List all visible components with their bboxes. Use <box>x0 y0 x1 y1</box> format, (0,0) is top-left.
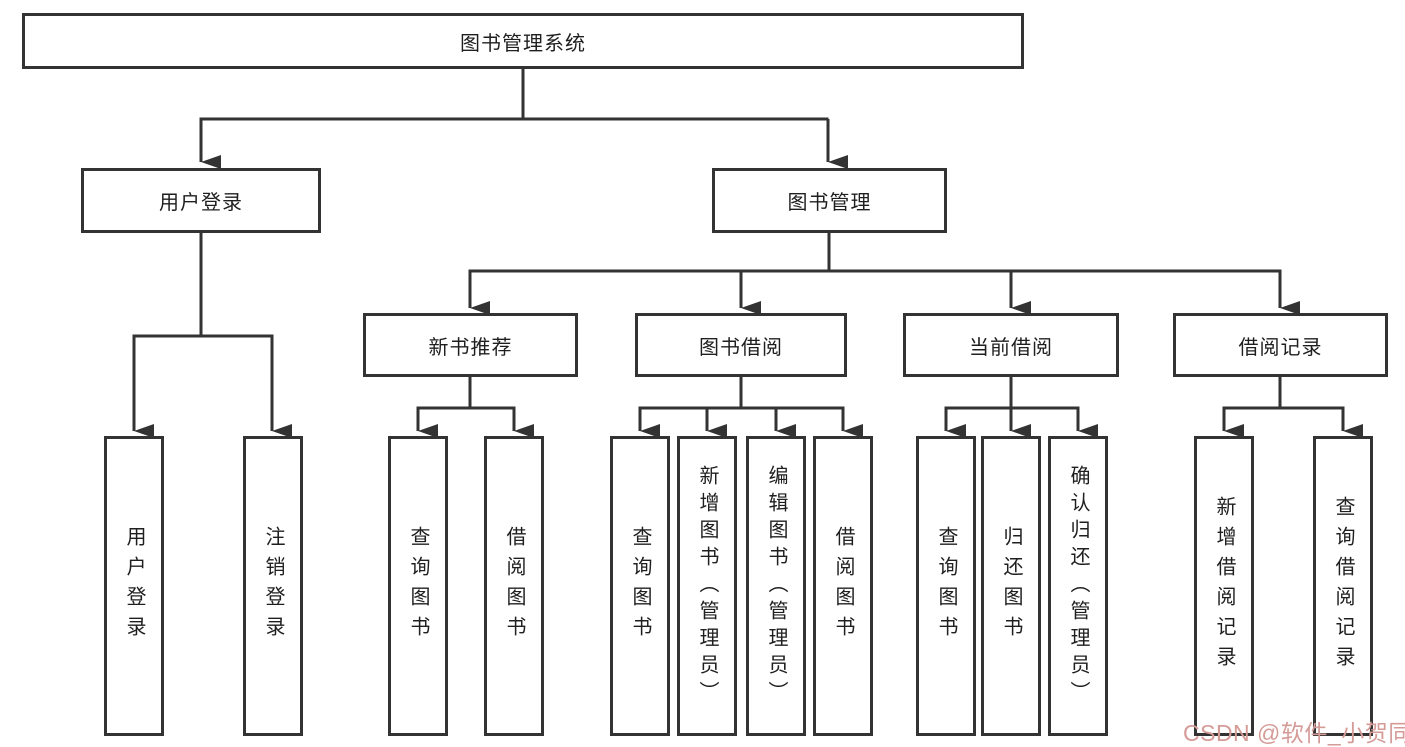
node-leaf-confirm-return-admin: 确认归还（管理员） <box>1048 436 1108 736</box>
node-leaf-return-book: 归还图书 <box>981 436 1041 736</box>
node-new-book-recommend: 新书推荐 <box>363 313 578 377</box>
node-leaf-query-book-1: 查询图书 <box>388 436 448 736</box>
node-leaf-query-book-3: 查询图书 <box>916 436 976 736</box>
node-leaf-logout: 注销登录 <box>243 436 303 736</box>
node-current-borrow: 当前借阅 <box>903 313 1119 377</box>
node-user-login: 用户登录 <box>81 168 321 233</box>
node-leaf-query-borrow-record: 查询借阅记录 <box>1313 436 1373 736</box>
node-leaf-borrow-book-2: 借阅图书 <box>813 436 873 736</box>
csdn-watermark: CSDN @软件_小贺同学 <box>1183 720 1405 746</box>
node-book-management: 图书管理 <box>712 168 947 233</box>
node-leaf-query-book-2: 查询图书 <box>610 436 670 736</box>
node-book-borrow: 图书借阅 <box>635 313 847 377</box>
node-root: 图书管理系统 <box>22 13 1024 69</box>
node-leaf-add-book-admin: 新增图书（管理员） <box>677 436 737 736</box>
node-leaf-borrow-book-1: 借阅图书 <box>484 436 544 736</box>
node-leaf-add-borrow-record: 新增借阅记录 <box>1194 436 1254 736</box>
node-leaf-edit-book-admin: 编辑图书（管理员） <box>746 436 806 736</box>
node-leaf-user-login: 用户登录 <box>104 436 164 736</box>
node-borrow-record: 借阅记录 <box>1173 313 1388 377</box>
